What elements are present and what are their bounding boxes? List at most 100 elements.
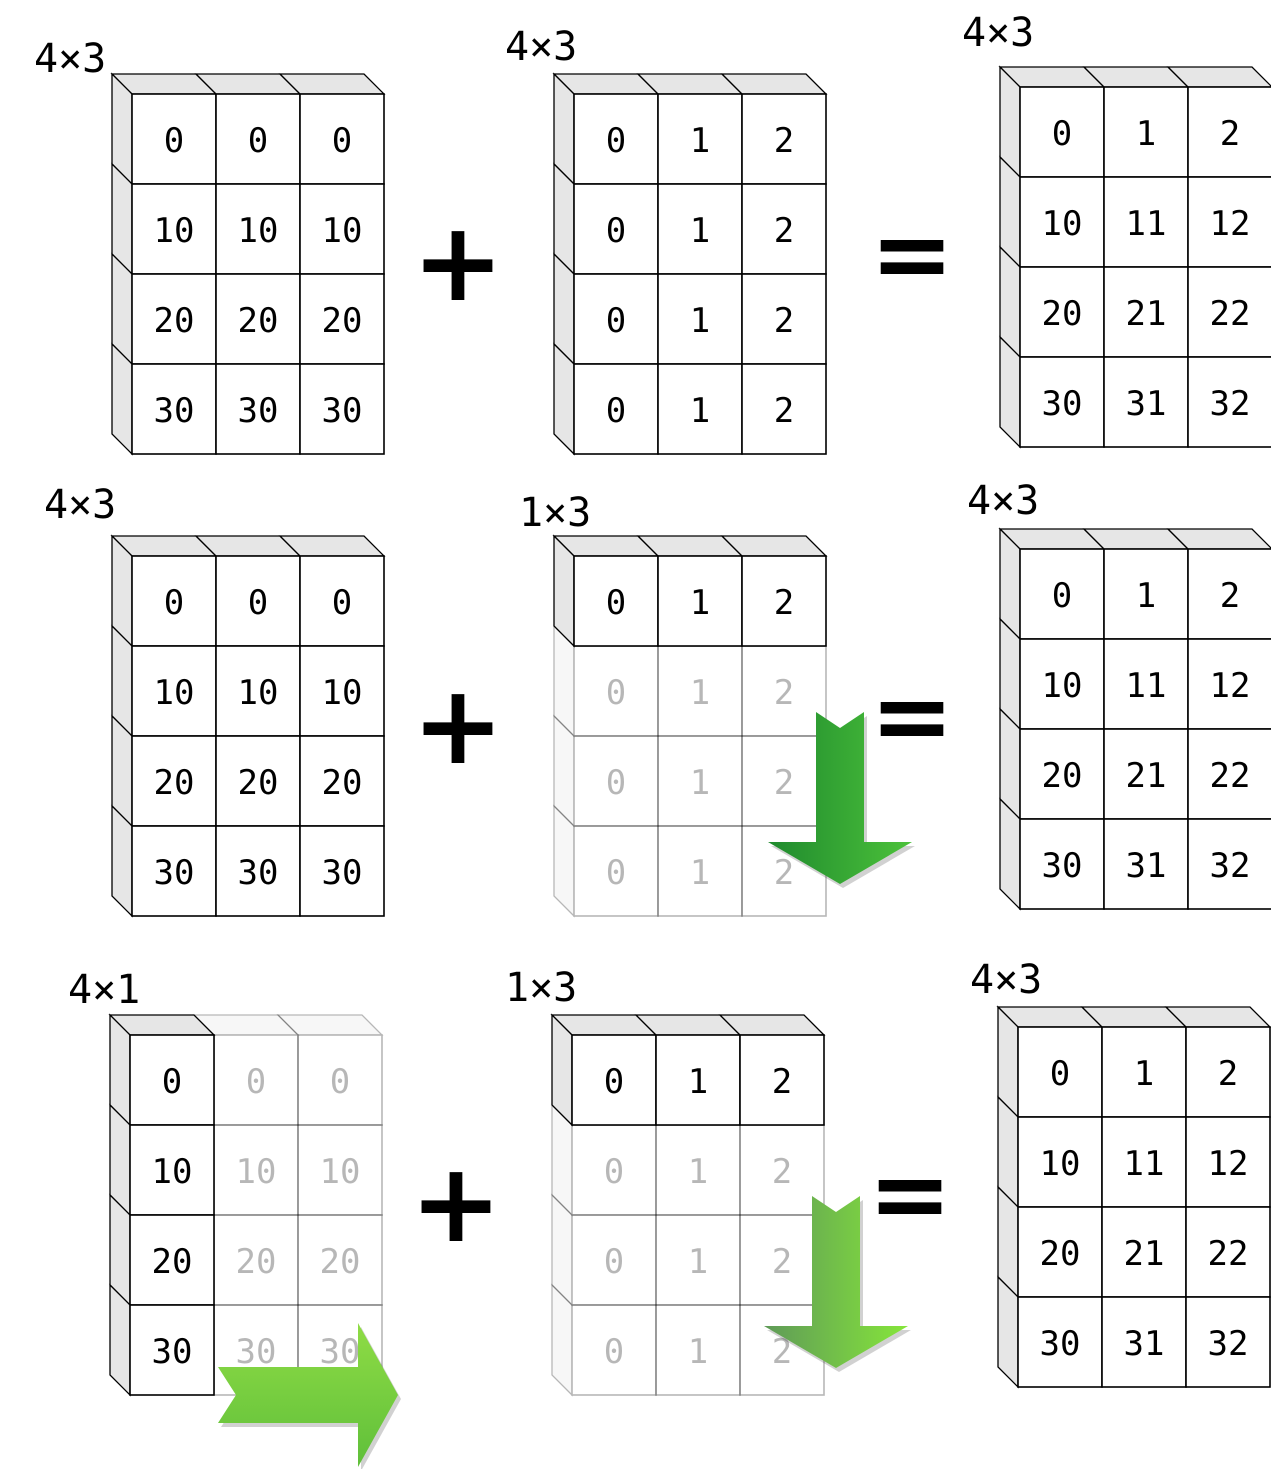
- cell-value: 20: [152, 1242, 193, 1282]
- cell-value: 10: [152, 1152, 193, 1192]
- cell: 10: [213, 1124, 299, 1216]
- cell: 2: [741, 645, 827, 737]
- cell: 12: [1187, 176, 1271, 268]
- cell: 31: [1101, 1296, 1187, 1388]
- cell: 30: [999, 797, 1105, 911]
- shape-label: 4×3: [505, 24, 577, 70]
- cell: 32: [1187, 356, 1271, 448]
- cell: 0: [553, 624, 659, 738]
- cell-value: 0: [1052, 114, 1072, 154]
- cell: 20: [299, 273, 385, 365]
- plus-operator: +: [412, 198, 504, 326]
- cell: 0: [278, 535, 386, 647]
- shape-label: 4×1: [68, 967, 140, 1013]
- cell: 0: [553, 804, 659, 918]
- cell-value: 0: [604, 1062, 624, 1102]
- cell-value: 30: [1042, 384, 1083, 424]
- cell-value: 1: [688, 1152, 708, 1192]
- cell-value: 0: [604, 1152, 624, 1192]
- cell: 0: [998, 527, 1106, 641]
- cell: 21: [1103, 728, 1189, 820]
- cell: 22: [1187, 728, 1271, 820]
- cell-value: 22: [1208, 1234, 1249, 1274]
- cell-value: 21: [1126, 294, 1167, 334]
- cell-value: 0: [164, 583, 184, 623]
- cell-value: 12: [1210, 204, 1251, 244]
- cell: 10: [215, 183, 301, 275]
- cell-value: 20: [320, 1242, 361, 1282]
- cell-value: 0: [606, 583, 626, 623]
- shape-label: 4×3: [967, 478, 1039, 524]
- cell-value: 30: [154, 853, 195, 893]
- cell-value: 10: [238, 673, 279, 713]
- cell-value: 1: [690, 673, 710, 713]
- cell: 0: [550, 1013, 658, 1127]
- cell: 0: [194, 73, 302, 185]
- cell-value: 12: [1208, 1144, 1249, 1184]
- shape-label: 4×3: [44, 482, 116, 528]
- cell-value: 10: [320, 1152, 361, 1192]
- cell-value: 10: [322, 211, 363, 251]
- cell: 1: [657, 363, 743, 455]
- cell: 11: [1103, 638, 1189, 730]
- cell-value: 1: [690, 121, 710, 161]
- cell-value: 11: [1124, 1144, 1165, 1184]
- cell-value: 22: [1210, 756, 1251, 796]
- cell: 1: [657, 645, 743, 737]
- cell: 1: [655, 1214, 741, 1306]
- shape-label: 1×3: [519, 490, 591, 536]
- cell: 0: [553, 342, 659, 456]
- equals-operator: =: [870, 196, 954, 313]
- cell-value: 2: [774, 583, 794, 623]
- cell-value: 30: [322, 853, 363, 893]
- cell-value: 2: [1218, 1054, 1238, 1094]
- cell-value: 30: [320, 1332, 361, 1372]
- cell-value: 1: [690, 391, 710, 431]
- cell: 30: [999, 335, 1105, 449]
- cell-value: 30: [236, 1332, 277, 1372]
- cell: 30: [111, 804, 217, 918]
- cell-value: 2: [774, 391, 794, 431]
- cell-value: 11: [1126, 204, 1167, 244]
- cell: 1: [657, 735, 743, 827]
- shape-label: 4×3: [962, 10, 1034, 56]
- cell-value: 0: [604, 1332, 624, 1372]
- cell: 2: [1166, 528, 1271, 640]
- cell: 30: [299, 363, 385, 455]
- cell: 1: [657, 183, 743, 275]
- cell: 0: [996, 1005, 1104, 1119]
- cell: 0: [276, 1014, 384, 1126]
- cell: 20: [111, 252, 217, 366]
- cell: 20: [215, 735, 301, 827]
- cell: 20: [997, 1185, 1103, 1299]
- cell: 2: [741, 273, 827, 365]
- cell-value: 30: [238, 853, 279, 893]
- cell: 2: [741, 825, 827, 917]
- cell: 10: [215, 645, 301, 737]
- cell: 10: [997, 1095, 1103, 1209]
- cell-value: 0: [332, 583, 352, 623]
- cell: 12: [1187, 638, 1271, 730]
- cell: 0: [108, 1013, 216, 1127]
- cell-value: 0: [162, 1062, 182, 1102]
- cell-value: 10: [1042, 666, 1083, 706]
- equals-operator: =: [868, 1136, 952, 1253]
- cell-value: 0: [606, 853, 626, 893]
- cell: 20: [999, 707, 1105, 821]
- cell: 10: [999, 617, 1105, 731]
- cell-value: 11: [1126, 666, 1167, 706]
- cell-value: 20: [154, 763, 195, 803]
- cell: 10: [297, 1124, 383, 1216]
- cell-value: 1: [690, 763, 710, 803]
- cell-value: 32: [1210, 846, 1251, 886]
- cell: 10: [111, 162, 217, 276]
- cell: 2: [1164, 1006, 1271, 1118]
- cell-value: 1: [1134, 1054, 1154, 1094]
- cell-value: 2: [772, 1242, 792, 1282]
